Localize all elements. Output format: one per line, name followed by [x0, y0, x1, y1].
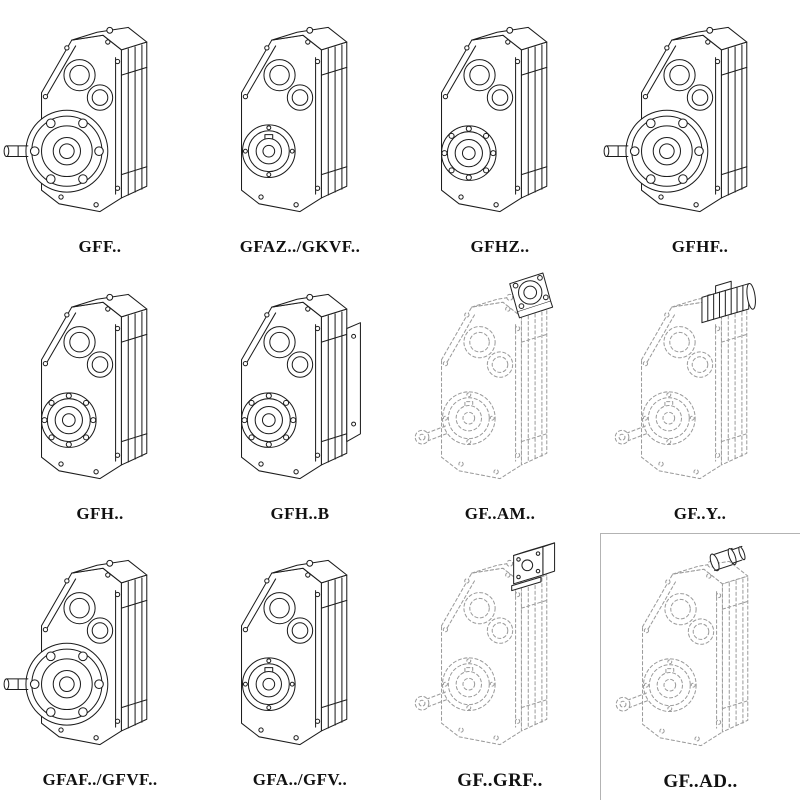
gearbox-label: GF..GRF..	[457, 770, 543, 792]
gearbox-drawing-gf-y	[614, 280, 758, 479]
gearbox-drawing-gfhz	[441, 26, 548, 213]
gearbox-label: GF..AD..	[663, 771, 738, 793]
gearbox-cell: GF..Y..	[600, 267, 800, 534]
gearbox-label: GFHZ..	[470, 237, 530, 256]
gearbox-cell: GF..AD..	[600, 533, 800, 800]
gearbox-label: GFA../GFV..	[252, 770, 348, 790]
gear-housing-phantom	[641, 561, 748, 747]
gearbox-drawing-gfaf-gfvf	[3, 560, 148, 746]
gearbox-cell: GFF..	[0, 0, 200, 267]
gear-housing-phantom	[641, 293, 748, 479]
gearbox-drawing-gfaz-gkvf	[241, 26, 348, 213]
backplate	[346, 321, 361, 442]
gearbox-label: GF..AM..	[464, 503, 536, 523]
output-bore	[441, 391, 496, 445]
gearbox-label: GFAF../GFVF..	[42, 770, 158, 790]
gearbox-cell: GFH..B	[200, 267, 400, 534]
output-flange	[3, 109, 109, 193]
gear-housing	[241, 293, 348, 479]
hollow-shaft	[241, 657, 296, 712]
gearbox-cell: GF..GRF..	[400, 533, 600, 800]
hollow-shaft	[241, 124, 296, 179]
output-bore	[441, 657, 496, 712]
gear-housing-phantom	[441, 293, 548, 479]
gearbox-drawing-gff	[3, 26, 148, 213]
gearbox-cell: GFA../GFV..	[200, 533, 400, 800]
gearbox-label: GFHF..	[671, 237, 729, 256]
gearbox-cell: GF..AM..	[400, 267, 600, 534]
gearbox-label: GFH..	[76, 503, 124, 523]
gearbox-cell: GFAF../GFVF..	[0, 533, 200, 800]
gearbox-drawing-gfhf	[603, 26, 748, 213]
gear-housing-phantom	[441, 560, 548, 746]
gearbox-drawing-gf-ad	[615, 545, 748, 747]
output-flange	[603, 109, 709, 193]
gearbox-drawing-gf-am	[414, 272, 554, 479]
gear-housing	[241, 560, 348, 746]
gearbox-drawing-gfh	[41, 293, 148, 479]
output-bearing	[241, 391, 297, 448]
gearbox-label: GFAZ../GKVF..	[239, 237, 361, 256]
gear-housing	[441, 26, 548, 213]
output-flange	[3, 643, 109, 726]
shrink-disc-bore	[441, 125, 497, 181]
gearbox-cell: GFHF..	[600, 0, 800, 267]
output-bearing	[41, 391, 97, 448]
gearbox-drawing-gfa-gfv	[241, 560, 348, 746]
gear-housing	[241, 26, 348, 213]
gearbox-cell: GFAZ../GKVF..	[200, 0, 400, 267]
gearbox-drawing-gf-grf	[414, 542, 556, 746]
gearbox-label: GFF..	[78, 237, 122, 256]
gearbox-drawing-gfh-b	[241, 293, 361, 479]
gearbox-label: GF..Y..	[673, 503, 727, 523]
gearbox-cell: GFHZ..	[400, 0, 600, 267]
gearbox-label: GFH..B	[270, 503, 330, 523]
gearbox-cell: GFH..	[0, 267, 200, 534]
gear-housing	[41, 293, 148, 479]
output-bore	[642, 658, 697, 713]
coupling-housing	[511, 542, 556, 592]
output-bore	[641, 391, 696, 445]
